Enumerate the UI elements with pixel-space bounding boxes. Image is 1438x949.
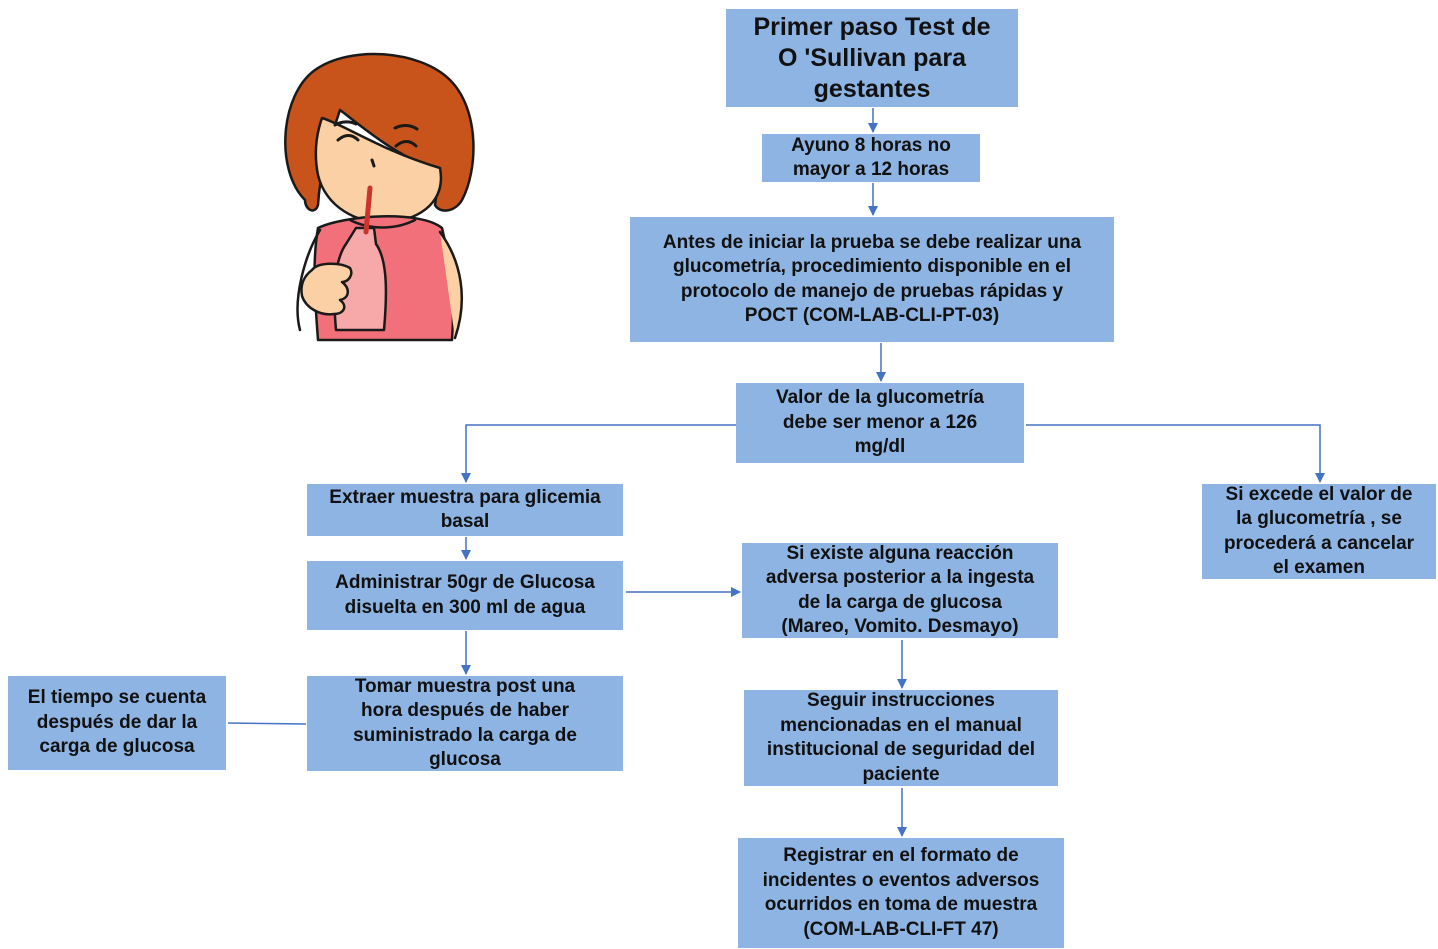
safety-manual-box: Seguir instrucciones mencionadas en el m… [744,690,1058,786]
exceeds-value-text: Si excede el valor de la glucometría , s… [1223,483,1415,579]
exceeds-value-box: Si excede el valor de la glucometría , s… [1202,484,1436,579]
girl-drinking-from-bottle-icon [284,52,475,342]
basal-sample-box: Extraer muestra para glicemia basal [307,484,623,536]
time-note-text: El tiempo se cuenta después de dar la ca… [27,687,207,758]
title-text: Primer paso Test de O 'Sullivan para ges… [753,12,991,103]
register-incident-box: Registrar en el formato de incidentes o … [738,838,1064,948]
glucometry-value-text: Valor de la glucometría debe ser menor a… [775,387,985,458]
connector-post-to-timenote [227,722,307,725]
time-note-box: El tiempo se cuenta después de dar la ca… [8,676,226,770]
administer-glucose-text: Administrar 50gr de Glucosa disuelta en … [335,572,595,618]
register-incident-text: Registrar en el formato de incidentes o … [762,845,1040,940]
administer-glucose-box: Administrar 50gr de Glucosa disuelta en … [307,561,623,630]
post-sample-box: Tomar muestra post una hora después de h… [307,676,623,771]
glucometry-box: Antes de iniciar la prueba se debe reali… [630,217,1114,342]
fasting-text: Ayuno 8 horas no mayor a 12 horas [791,134,951,181]
post-sample-text: Tomar muestra post una hora después de h… [353,675,577,771]
glucometry-text: Antes de iniciar la prueba se debe reali… [662,231,1082,327]
fasting-box: Ayuno 8 horas no mayor a 12 horas [762,134,980,182]
arrow-value-to-exceeds [1026,424,1325,483]
arrow-value-to-basal [461,424,736,483]
adverse-reaction-text: Si existe alguna reacción adversa poster… [765,542,1035,638]
glucometry-value-box: Valor de la glucometría debe ser menor a… [736,383,1024,463]
safety-manual-text: Seguir instrucciones mencionadas en el m… [766,690,1036,785]
basal-sample-text: Extraer muestra para glicemia basal [329,486,601,533]
adverse-reaction-box: Si existe alguna reacción adversa poster… [742,543,1058,638]
title-box: Primer paso Test de O 'Sullivan para ges… [726,9,1018,107]
